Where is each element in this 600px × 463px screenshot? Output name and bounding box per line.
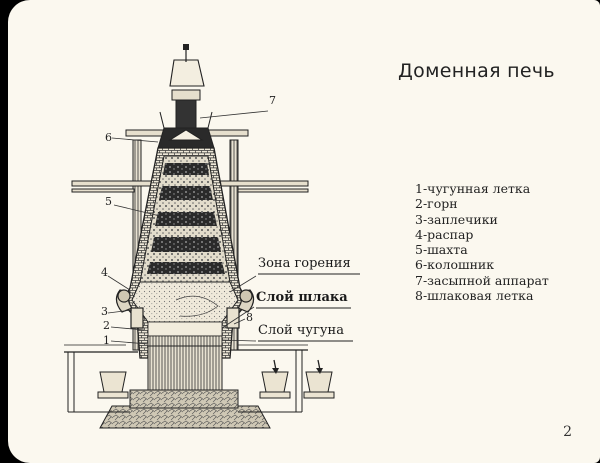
slag-layer	[147, 321, 223, 337]
callout-number: 6	[105, 131, 112, 144]
callout-number: 5	[105, 195, 112, 208]
legend-list: 1-чугунная летка 2-горн 3-заплечики 4-ра…	[415, 181, 549, 303]
callout-leaders	[107, 110, 269, 345]
legend-item: 8-шлаковая летка	[415, 288, 534, 304]
legend-item: 2-горн	[415, 196, 458, 212]
foundation	[99, 405, 271, 429]
callout-number: 8	[246, 311, 253, 324]
zone-label-iron: Слой чугуна	[258, 323, 344, 338]
charging-bell	[168, 129, 204, 141]
legend-item: 7-засыпной аппарат	[415, 272, 549, 288]
slide-title: Доменная печь	[398, 60, 555, 82]
legend-item: 1-чугунная летка	[415, 181, 531, 196]
foundation-block	[129, 389, 239, 409]
hearth-bottom	[147, 345, 223, 391]
callout-number: 2	[103, 319, 110, 332]
zone-underlines	[256, 273, 360, 342]
tuyeres	[115, 289, 255, 329]
legend-item: 5-шахта	[415, 242, 468, 258]
slide: Доменная печь 1-чугунная летка 2-горн 3-…	[8, 0, 600, 463]
iron-layer	[147, 335, 223, 347]
zone-label-burning: Зона горения	[258, 256, 351, 271]
ore-layers	[147, 163, 225, 274]
legend-item: 6-колошник	[415, 257, 495, 273]
callout-number: 1	[103, 334, 110, 347]
zone-label-slag: Слой шлака	[256, 290, 348, 305]
slag-cars	[97, 371, 335, 399]
callout-number: 3	[101, 305, 108, 318]
receiving-funnel	[169, 59, 205, 87]
page-number: 2	[563, 424, 572, 440]
charging-hopper	[175, 95, 197, 129]
legend-item: 3-заплечики	[415, 211, 498, 227]
blast-furnace-diagram	[64, 44, 360, 429]
legend-item: 4-распар	[415, 226, 474, 242]
callout-number: 7	[269, 94, 276, 107]
callout-number: 4	[101, 266, 108, 279]
